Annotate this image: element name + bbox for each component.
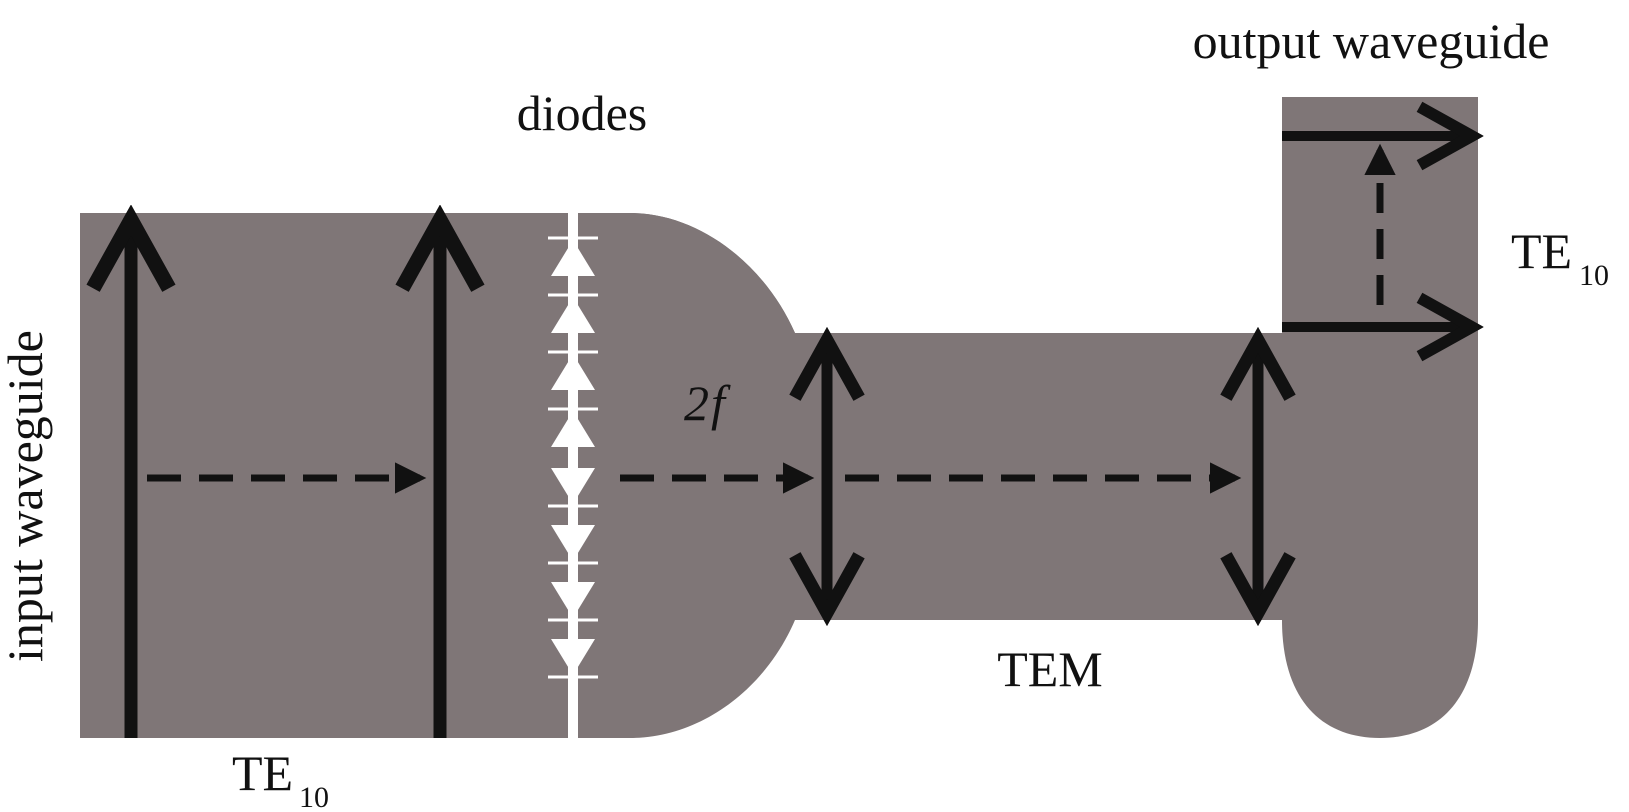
- te10-bottom-label: TE 10: [232, 745, 329, 812]
- svg-text:10: 10: [1579, 259, 1609, 292]
- diode-5-down: [551, 468, 595, 504]
- svg-text:TE: TE: [232, 745, 293, 801]
- input-waveguide-label: input waveguide: [0, 330, 53, 662]
- diodes-label: diodes: [517, 85, 648, 141]
- diode-2-up: [551, 297, 595, 333]
- diode-1-up: [551, 240, 595, 276]
- harmonic-label: 2 f: [684, 375, 731, 431]
- diode-4-up: [551, 411, 595, 447]
- diode-7-down: [551, 582, 595, 618]
- diode-3-up: [551, 354, 595, 390]
- tem-label: TEM: [997, 641, 1103, 697]
- svg-text:TE: TE: [1511, 223, 1572, 279]
- te10-right-label: TE 10: [1511, 223, 1609, 292]
- diode-8-down: [551, 639, 595, 675]
- diode-6-down: [551, 525, 595, 561]
- output-waveguide-label: output waveguide: [1193, 13, 1550, 69]
- svg-text:2: 2: [684, 375, 709, 431]
- diode-array: [548, 236, 598, 679]
- svg-text:10: 10: [299, 781, 329, 812]
